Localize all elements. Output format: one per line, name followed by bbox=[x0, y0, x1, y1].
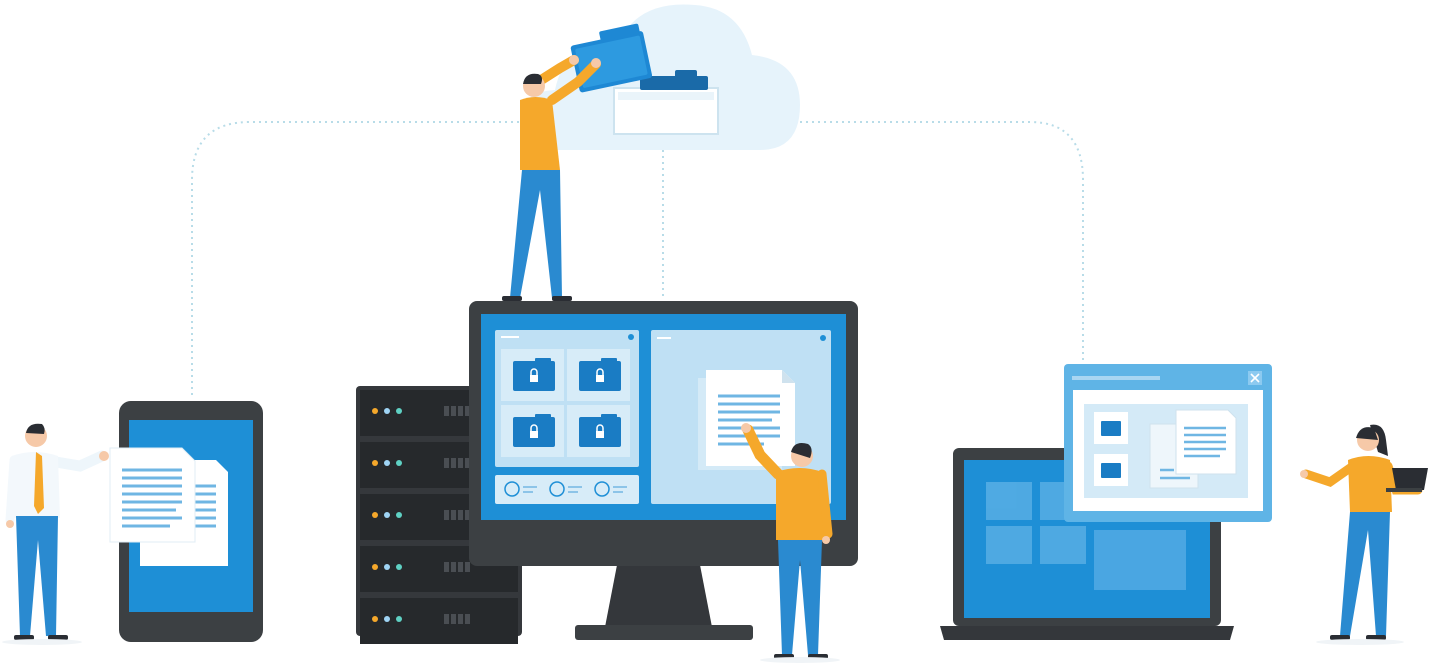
led-icon bbox=[384, 564, 390, 570]
person-with-document bbox=[5, 423, 109, 640]
led-icon bbox=[384, 460, 390, 466]
led-icon bbox=[372, 564, 378, 570]
person-uploading-folder bbox=[502, 55, 601, 301]
folder-lock-icon bbox=[501, 405, 564, 457]
led-icon bbox=[396, 564, 402, 570]
person-at-monitor bbox=[741, 423, 833, 659]
folder-icon bbox=[1101, 421, 1121, 478]
rack-unit bbox=[360, 598, 518, 644]
led-icon bbox=[384, 616, 390, 622]
floor-shadows bbox=[2, 639, 1404, 663]
led-icon bbox=[396, 408, 402, 414]
close-icon bbox=[1248, 371, 1262, 385]
document-icon bbox=[1149, 409, 1237, 489]
floating-window bbox=[1064, 364, 1272, 522]
connection-lines bbox=[191, 121, 1084, 395]
folder-lock-icon bbox=[567, 349, 630, 401]
led-icon bbox=[372, 512, 378, 518]
stat-gauge bbox=[504, 481, 537, 497]
led-icon bbox=[396, 512, 402, 518]
led-icon bbox=[384, 512, 390, 518]
document-icon bbox=[698, 370, 795, 470]
cloud bbox=[520, 4, 800, 150]
smartphone bbox=[109, 401, 263, 642]
person-with-laptop bbox=[1300, 424, 1428, 640]
stats-bar bbox=[495, 475, 639, 504]
stat-gauge bbox=[594, 481, 627, 497]
led-icon bbox=[372, 408, 378, 414]
led-icon bbox=[396, 616, 402, 622]
document-icon bbox=[109, 447, 196, 543]
folder-lock-icon bbox=[567, 405, 630, 457]
led-icon bbox=[396, 460, 402, 466]
led-icon bbox=[372, 616, 378, 622]
stat-gauge bbox=[549, 481, 582, 497]
led-icon bbox=[384, 408, 390, 414]
folder-lock-icon bbox=[501, 349, 564, 401]
led-icon bbox=[372, 460, 378, 466]
folder-icon bbox=[570, 23, 653, 93]
